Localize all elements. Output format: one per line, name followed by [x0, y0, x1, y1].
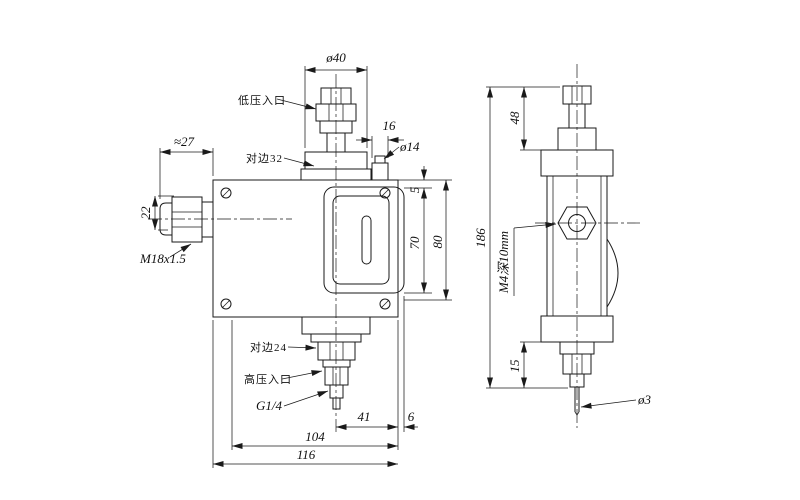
dim-16: 16: [383, 118, 397, 133]
front-bottom-fitting: [301, 316, 371, 410]
dim-approx-27: ≈27: [174, 134, 195, 149]
front-top-fitting: [300, 87, 389, 181]
dim-116: 116: [297, 447, 316, 462]
label-across-flats-24: 对边24: [250, 340, 287, 354]
dim-41: 41: [358, 409, 371, 424]
front-dimensions: ø40 低压入口 对边32 16 ø14 ≈27: [138, 50, 452, 468]
hex-boss-hole: [568, 214, 586, 232]
label-high-pressure-port: 高压入口: [244, 372, 292, 386]
dim-phi40: ø40: [325, 50, 346, 65]
dim-phi14: ø14: [399, 139, 420, 154]
side-body: [540, 149, 619, 343]
dim-70: 70: [407, 236, 422, 250]
dim-15: 15: [507, 359, 522, 373]
side-dimensions: 48 186 M4深10mm 15 ø3: [473, 86, 652, 409]
side-view: 48 186 M4深10mm 15 ø3: [473, 64, 652, 428]
label-thread-m18: M18x1.5: [139, 251, 186, 266]
dim-104: 104: [305, 429, 325, 444]
dim-48: 48: [507, 111, 522, 125]
side-port: [371, 155, 389, 181]
dim-6: 6: [408, 409, 415, 424]
dim-5: 5: [407, 186, 422, 193]
corner-screw: [220, 187, 391, 310]
side-bottom-fitting: [559, 341, 595, 416]
cable-gland: [159, 196, 214, 243]
hex-boss: [557, 206, 597, 240]
side-clip-arc: [606, 238, 619, 308]
bottom-pin: [574, 387, 580, 416]
front-window: [323, 186, 405, 294]
front-body: [212, 179, 405, 318]
label-thread-m4: M4深10mm: [496, 231, 511, 294]
side-top-fitting: [557, 85, 597, 151]
dim-22: 22: [138, 206, 153, 220]
dim-186: 186: [473, 228, 488, 248]
label-across-flats-32: 对边32: [246, 151, 283, 165]
front-view: ø40 低压入口 对边32 16 ø14 ≈27: [138, 50, 452, 468]
label-thread-g14: G1/4: [256, 398, 283, 413]
dim-phi3: ø3: [637, 392, 652, 407]
label-low-pressure-port: 低压入口: [238, 94, 286, 107]
dim-80: 80: [430, 235, 445, 249]
